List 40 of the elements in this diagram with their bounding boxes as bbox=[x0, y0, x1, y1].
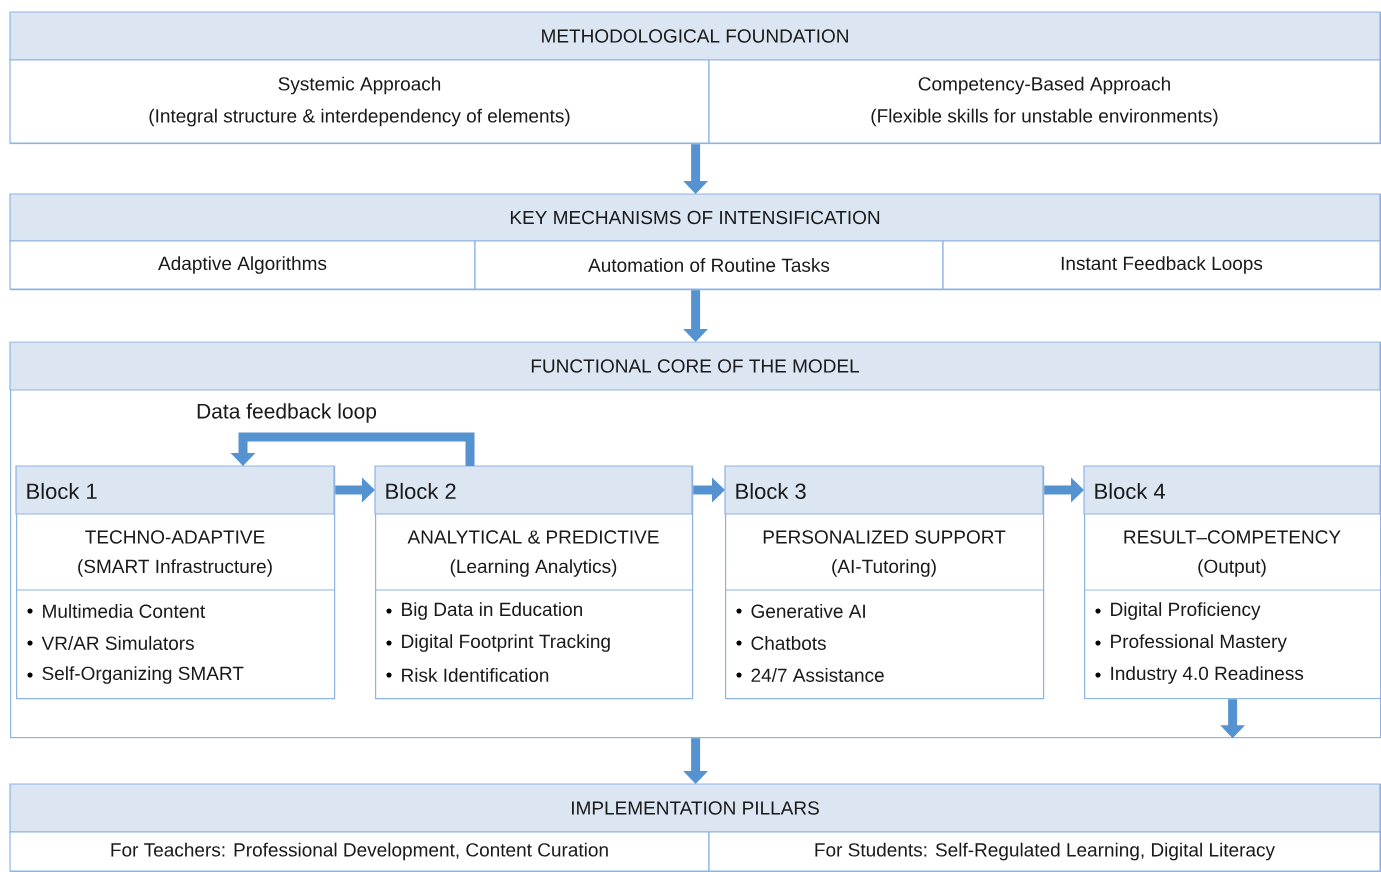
edge-label: Data feedback loop bbox=[194, 401, 379, 425]
node-label: (Flexible skills for unstable environments) bbox=[871, 108, 1218, 127]
bullet-item: Multimedia Content bbox=[27, 604, 206, 618]
block-subtitle: (SMART Infrastructure) bbox=[78, 559, 272, 577]
bullet-item: Big Data in Education bbox=[386, 602, 582, 620]
bullet-item: Digital Footprint Tracking bbox=[386, 634, 610, 652]
approach-cell: Systemic Approach (Integral structure & interdependency of elements) bbox=[9, 59, 710, 144]
bullet-item: Digital Proficiency bbox=[1095, 602, 1261, 620]
mechanism-cell: Instant Feedback Loops bbox=[942, 240, 1381, 290]
block-subtitle: (Output) bbox=[1198, 559, 1266, 577]
block-title: Block 1 bbox=[27, 482, 97, 500]
block-subtitle: (AI-Tutoring) bbox=[832, 559, 936, 577]
block-subtitle: ANALYTICAL & PREDICTIVE bbox=[407, 530, 659, 544]
block-card bbox=[15, 465, 336, 700]
bullet-item: Professional Mastery bbox=[1095, 634, 1287, 652]
bullet-item: 24/7 Assistance bbox=[736, 668, 884, 682]
pillar-cell: For Teachers: Professional Development, Content Curation bbox=[9, 831, 710, 872]
bullet-item: Generative AI bbox=[736, 604, 865, 618]
bullet-item: Risk Identification bbox=[386, 668, 549, 682]
block-title: Block 2 bbox=[386, 482, 456, 500]
node-label: For Teachers: Professional Development, Content Curation bbox=[111, 842, 608, 861]
mechanism-cell: Adaptive Algorithms bbox=[9, 240, 476, 290]
block-subtitle: TECHNO-ADAPTIVE bbox=[85, 530, 265, 544]
bullet-item: Chatbots bbox=[736, 636, 826, 650]
node-label: Instant Feedback Loops bbox=[1061, 256, 1263, 274]
block-card bbox=[1083, 465, 1381, 700]
block-subtitle: RESULT–COMPETENCY bbox=[1124, 530, 1341, 544]
bullet-item: Industry 4.0 Readiness bbox=[1095, 666, 1304, 684]
approach-cell: Competency-Based Approach (Flexible skills for unstable environments) bbox=[708, 59, 1381, 144]
mechanism-cell: Automation of Routine Tasks bbox=[474, 240, 944, 290]
block-subtitle: (Learning Analytics) bbox=[450, 559, 617, 577]
bullet-item: Self-Organizing SMART bbox=[27, 666, 244, 684]
node-label: Competency-Based Approach bbox=[918, 76, 1170, 95]
block-title: Block 3 bbox=[736, 482, 806, 500]
bullet-item: VR/AR Simulators bbox=[27, 636, 194, 650]
block-card bbox=[724, 465, 1045, 700]
pillar-cell: For Students: Self-Regulated Learning, Digital Literacy bbox=[708, 831, 1381, 872]
block-subtitle: PERSONALIZED SUPPORT bbox=[763, 530, 1006, 544]
block-title: Block 4 bbox=[1095, 482, 1165, 500]
block-card bbox=[374, 465, 694, 700]
